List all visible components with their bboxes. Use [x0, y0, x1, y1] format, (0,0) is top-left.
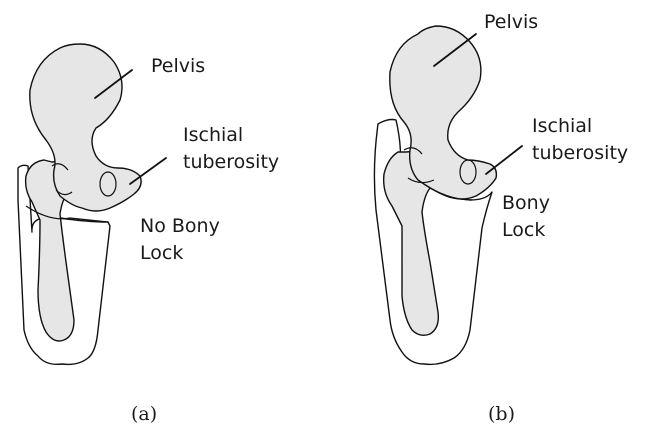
- ischial-label-a-line2: tuberosity: [183, 151, 279, 173]
- lock-label-b-line2: Lock: [502, 219, 545, 241]
- caption-b: (b): [488, 403, 515, 425]
- ischial-label-b-line2: tuberosity: [532, 142, 628, 164]
- ischial-leader-b: [486, 146, 522, 174]
- ischial-leader-a: [130, 158, 166, 184]
- lock-label-b-line1: Bony: [502, 192, 550, 214]
- panel-b: Pelvis Ischial tuberosity Bony Lock (b): [374, 11, 628, 425]
- lock-label-a-line1: No Bony: [140, 215, 220, 237]
- pelvis-label-a: Pelvis: [151, 55, 205, 77]
- pelvis-label-b: Pelvis: [484, 11, 538, 33]
- caption-a: (a): [131, 403, 157, 425]
- panel-a: Pelvis Ischial tuberosity No Bony Lock (…: [18, 44, 279, 425]
- ischial-label-b-line1: Ischial: [532, 115, 592, 137]
- lock-label-a-line2: Lock: [140, 242, 183, 264]
- ischial-label-a-line1: Ischial: [183, 124, 243, 146]
